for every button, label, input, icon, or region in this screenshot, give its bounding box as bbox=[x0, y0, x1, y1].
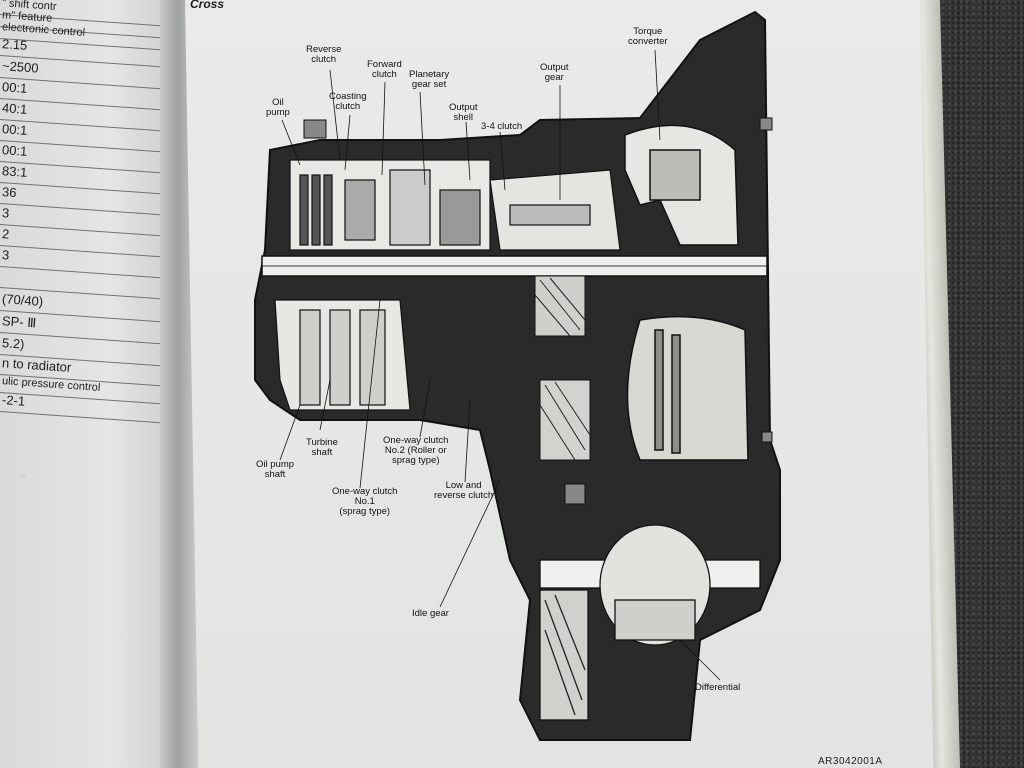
idle-gear bbox=[539, 379, 591, 461]
leader-lines bbox=[279, 49, 721, 681]
output-shell bbox=[489, 169, 621, 251]
label-coasting-clutch: Coasting clutch bbox=[329, 91, 367, 112]
label-oil-pump-shaft: Oil pump shaft bbox=[256, 459, 295, 480]
page-header-fragment: Cross bbox=[190, 0, 225, 11]
label-turbine-shaft: Turbine shaft bbox=[306, 437, 338, 458]
label-idle-gear: Idle gear bbox=[412, 608, 449, 619]
label-planetary-gear-set: Planetary gear set bbox=[409, 69, 450, 90]
differential-assembly bbox=[539, 524, 761, 721]
label-one-way-clutch-2: One-way clutch No.2 (Roller or sprag typ… bbox=[383, 435, 449, 466]
label-differential: Differential bbox=[695, 682, 741, 693]
label-reverse-clutch: Reverse clutch bbox=[306, 44, 342, 65]
label-one-way-clutch-1: One-way clutch No.1 (sprag type) bbox=[332, 486, 398, 517]
label-3-4-clutch: 3-4 clutch bbox=[481, 121, 523, 132]
label-output-gear: Output gear bbox=[540, 62, 569, 83]
housing-bolts bbox=[303, 117, 773, 505]
label-torque-converter: Torque converter bbox=[628, 26, 668, 47]
converter-lower-housing bbox=[626, 315, 749, 461]
main-shaft bbox=[261, 255, 768, 277]
output-gear bbox=[534, 275, 586, 337]
torque-converter bbox=[624, 124, 739, 246]
label-low-reverse-clutch: Low and reverse clutch bbox=[434, 480, 494, 501]
label-oil-pump: Oil pump bbox=[266, 97, 290, 118]
figure-code: AR3042001A bbox=[818, 756, 883, 767]
clutch-packs bbox=[289, 159, 491, 251]
label-output-shell: Output shell bbox=[449, 102, 478, 123]
oil-pump-body bbox=[274, 299, 411, 411]
label-forward-clutch: Forward clutch bbox=[367, 59, 402, 80]
